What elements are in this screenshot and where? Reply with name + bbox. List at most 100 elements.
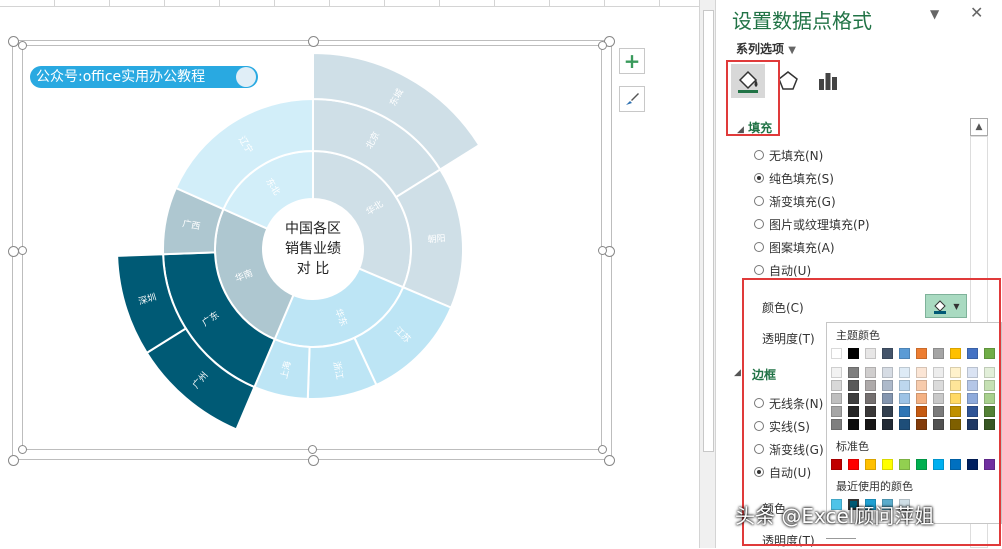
theme-shade-swatch[interactable] [950,367,961,378]
theme-shade-swatch[interactable] [882,367,893,378]
border-option-2[interactable]: 实线(S) [754,417,810,435]
scroll-up-icon[interactable]: ▲ [970,118,988,136]
theme-color-swatch[interactable] [899,348,910,359]
sunburst-segment-东城[interactable] [312,51,481,171]
theme-color-swatch[interactable] [831,348,842,359]
chart-object[interactable] [8,36,615,466]
plot-handle-top-right[interactable] [598,41,607,50]
series-options-dropdown[interactable]: 系列选项 ▼ [736,40,796,57]
theme-shade-swatch[interactable] [950,380,961,391]
recent-color-swatch[interactable] [831,499,842,510]
theme-color-swatch[interactable] [916,348,927,359]
theme-color-swatch[interactable] [882,348,893,359]
theme-shade-swatch[interactable] [882,406,893,417]
plot-handle-bottom-right[interactable] [598,445,607,454]
theme-color-swatch[interactable] [967,348,978,359]
radio-button[interactable] [754,219,764,229]
fill-option-1[interactable]: 无填充(N) [754,146,823,164]
theme-shade-swatch[interactable] [984,380,995,391]
theme-shade-swatch[interactable] [831,380,842,391]
fill-color-button[interactable]: ▼ [925,294,967,318]
standard-color-swatch[interactable] [882,459,893,470]
fill-option-5[interactable]: 图案填充(A) [754,238,835,256]
close-icon[interactable]: ✕ [970,3,984,22]
theme-shade-swatch[interactable] [933,380,944,391]
recent-color-swatch[interactable] [865,499,876,510]
theme-shade-swatch[interactable] [984,419,995,430]
standard-color-swatch[interactable] [933,459,944,470]
tab-fill-line[interactable] [731,64,765,98]
theme-shade-swatch[interactable] [848,419,859,430]
theme-shade-swatch[interactable] [865,380,876,391]
theme-shade-swatch[interactable] [984,406,995,417]
fill-option-6[interactable]: 自动(U) [754,261,811,279]
sheet-vertical-scrollbar[interactable] [699,0,716,548]
plot-handle-left[interactable] [18,246,27,255]
standard-color-swatch[interactable] [831,459,842,470]
theme-shade-swatch[interactable] [865,393,876,404]
radio-button[interactable] [754,150,764,160]
standard-color-swatch[interactable] [916,459,927,470]
theme-shade-swatch[interactable] [848,393,859,404]
radio-button[interactable] [754,196,764,206]
plot-handle-bottom[interactable] [308,445,317,454]
theme-shade-swatch[interactable] [967,406,978,417]
tab-series-options[interactable] [811,64,845,98]
theme-shade-swatch[interactable] [865,419,876,430]
theme-color-swatch[interactable] [984,348,995,359]
theme-shade-swatch[interactable] [865,367,876,378]
theme-color-swatch[interactable] [865,348,876,359]
theme-shade-swatch[interactable] [967,367,978,378]
standard-color-swatch[interactable] [984,459,995,470]
fill-option-2[interactable]: 纯色填充(S) [754,169,834,187]
radio-button[interactable] [754,242,764,252]
pane-options-caret-icon[interactable]: ▼ [930,7,940,21]
standard-color-swatch[interactable] [865,459,876,470]
theme-shade-swatch[interactable] [967,393,978,404]
theme-color-swatch[interactable] [950,348,961,359]
radio-button[interactable] [754,421,764,431]
theme-shade-swatch[interactable] [967,419,978,430]
theme-shade-swatch[interactable] [882,419,893,430]
theme-shade-swatch[interactable] [933,367,944,378]
theme-color-swatch[interactable] [848,348,859,359]
radio-button[interactable] [754,398,764,408]
border-section-header[interactable]: 边框 [752,366,776,383]
transparency-slider[interactable] [826,538,856,539]
theme-shade-swatch[interactable] [916,419,927,430]
theme-shade-swatch[interactable] [916,380,927,391]
chart-styles-button[interactable] [619,86,645,112]
plot-handle-right[interactable] [598,246,607,255]
radio-button[interactable] [754,265,764,275]
border-option-4[interactable]: 自动(U) [754,463,811,481]
theme-shade-swatch[interactable] [933,393,944,404]
standard-color-swatch[interactable] [899,459,910,470]
resize-handle-bottom[interactable] [308,455,319,466]
theme-shade-swatch[interactable] [882,380,893,391]
tab-effects[interactable] [771,64,805,98]
theme-shade-swatch[interactable] [899,393,910,404]
theme-shade-swatch[interactable] [848,380,859,391]
theme-shade-swatch[interactable] [950,406,961,417]
standard-color-swatch[interactable] [848,459,859,470]
theme-shade-swatch[interactable] [950,393,961,404]
fill-section-header[interactable]: ◢ 填充 [737,119,772,136]
theme-shade-swatch[interactable] [899,380,910,391]
plot-handle-bottom-left[interactable] [18,445,27,454]
resize-handle-top[interactable] [308,36,319,47]
theme-shade-swatch[interactable] [933,406,944,417]
theme-shade-swatch[interactable] [848,367,859,378]
standard-color-swatch[interactable] [967,459,978,470]
scrollbar-thumb[interactable] [703,10,714,452]
fill-option-3[interactable]: 渐变填充(G) [754,192,836,210]
radio-button[interactable] [754,467,764,477]
recent-color-swatch[interactable] [882,499,893,510]
theme-shade-swatch[interactable] [916,393,927,404]
radio-button[interactable] [754,444,764,454]
theme-shade-swatch[interactable] [984,393,995,404]
theme-shade-swatch[interactable] [950,419,961,430]
theme-shade-swatch[interactable] [865,406,876,417]
theme-shade-swatch[interactable] [831,393,842,404]
fill-option-4[interactable]: 图片或纹理填充(P) [754,215,870,233]
theme-shade-swatch[interactable] [882,393,893,404]
